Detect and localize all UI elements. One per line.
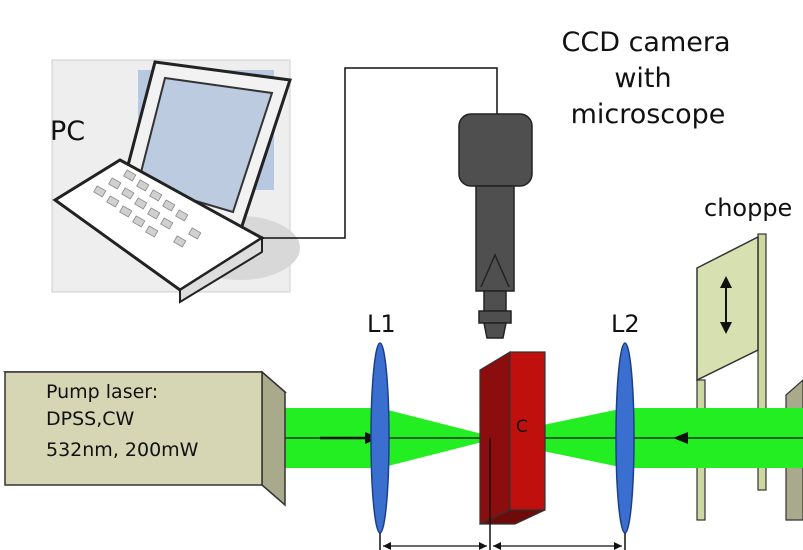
lens-l2 <box>615 342 635 534</box>
chopper-label: choppe <box>704 194 792 222</box>
camera-label-line2: with <box>614 63 671 94</box>
pc-label: PC <box>50 116 85 147</box>
laser-label-line1: Pump laser: <box>46 381 158 403</box>
ccd-camera-icon <box>458 113 533 339</box>
camera-cable <box>262 67 498 239</box>
laser-label-line2: DPSS,CW <box>46 408 135 430</box>
laser-beam <box>272 408 803 468</box>
laser-label-line3: 532nm, 200mW <box>46 439 199 461</box>
camera-label-line3: microscope <box>571 99 726 130</box>
double-arrow-icon <box>720 276 732 334</box>
lens-l1 <box>370 342 390 534</box>
camera-label-line1: CCD camera <box>561 27 730 58</box>
lens-l1-label: L1 <box>367 310 396 338</box>
chopper <box>696 233 767 521</box>
lens-l2-label: L2 <box>611 310 640 338</box>
distance-markers <box>379 533 626 550</box>
crystal-label: C <box>516 417 528 437</box>
laptop-icon <box>51 59 300 304</box>
pump-laser <box>2 370 288 507</box>
crystal <box>479 350 546 525</box>
